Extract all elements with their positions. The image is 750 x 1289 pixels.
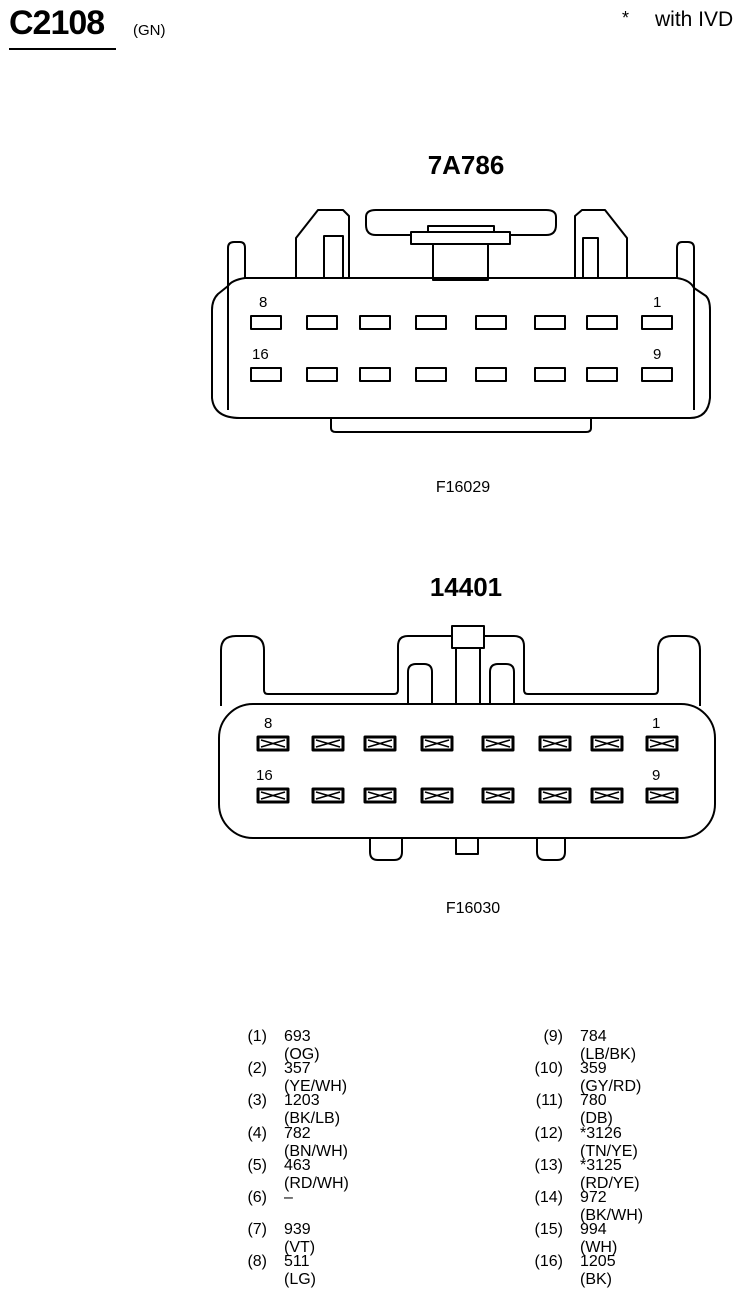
bottom-pin-cavity: [363, 735, 397, 752]
bottom-pin-cavity: [481, 787, 515, 804]
top-pin-label-1: 1: [653, 294, 662, 311]
bottom-pin-label-16: 16: [256, 767, 273, 784]
top-pin-cavity: [250, 367, 282, 382]
circuit-value: 1203 (BK/LB): [284, 1092, 341, 1128]
top-pin-label-8: 8: [259, 294, 268, 311]
circuit-value: 994 (WH): [580, 1221, 618, 1257]
circuit-value: 357 (YE/WH): [284, 1060, 348, 1096]
top-connector-part-number: 7A786: [427, 150, 505, 180]
circuit-value: 972 (BK/WH): [580, 1188, 644, 1224]
connector-id: C2108: [9, 4, 105, 42]
circuit-value: 780 (DB): [580, 1092, 613, 1128]
circuit-value: 693 (OG): [284, 1028, 320, 1063]
bottom-pin-cavity: [256, 735, 290, 752]
bottom-pin-label-1: 1: [652, 715, 661, 732]
circuit-value: 1205 (BK): [580, 1253, 616, 1289]
bottom-pin-cavity: [538, 787, 572, 804]
bottom-pin-label-9: 9: [652, 767, 661, 784]
circuit-value: 784 (LB/BK): [580, 1028, 637, 1063]
bottom-pin-cavity: [311, 787, 345, 804]
top-pin-label-9: 9: [653, 346, 662, 363]
top-pin-cavity: [359, 367, 391, 382]
pin-number: (1): [247, 1028, 267, 1045]
top-pin-cavity: [475, 315, 507, 330]
bottom-pin-cavity: [590, 787, 624, 804]
circuit-value: –: [284, 1188, 293, 1206]
pin-number: (6): [247, 1188, 267, 1206]
top-pin-cavity: [641, 315, 673, 330]
circuit-value: *3125 (RD/YE): [580, 1156, 640, 1192]
top-pin-cavity: [534, 315, 566, 330]
bottom-pin-cavity: [363, 787, 397, 804]
top-connector-figure-id: F16029: [435, 479, 491, 496]
bottom-pin-cavity: [256, 787, 290, 804]
bottom-pin-cavity: [645, 787, 679, 804]
note-text: with IVD: [655, 8, 734, 31]
top-pin-cavity: [415, 315, 447, 330]
bottom-pin-cavity: [645, 735, 679, 752]
pin-number: (10): [534, 1060, 563, 1078]
pin-number: (3): [247, 1092, 267, 1110]
connector-color: (GN): [133, 22, 166, 39]
top-pin-cavity: [475, 367, 507, 382]
bottom-pin-cavity: [420, 787, 454, 804]
bottom-pin-cavity: [311, 735, 345, 752]
circuit-value: 939 (VT): [284, 1221, 316, 1257]
bottom-connector-part-number: 14401: [429, 572, 503, 602]
circuit-value: 359 (GY/RD): [580, 1060, 642, 1096]
pin-number: (11): [535, 1092, 563, 1110]
circuit-value: *3126 (TN/YE): [580, 1124, 638, 1160]
top-pin-cavity: [586, 315, 618, 330]
pin-number: (16): [534, 1253, 563, 1271]
pin-number: (4): [247, 1124, 267, 1142]
connector-id-underline: [9, 48, 116, 50]
bottom-pin-cavity: [590, 735, 624, 752]
pin-number: (7): [247, 1221, 267, 1239]
top-pin-cavity: [641, 367, 673, 382]
top-pin-cavity: [415, 367, 447, 382]
top-pin-label-16: 16: [252, 346, 269, 363]
top-pin-cavity: [306, 315, 338, 330]
pin-number: (2): [247, 1060, 267, 1078]
pin-number: (14): [534, 1188, 563, 1206]
top-pin-cavity: [359, 315, 391, 330]
bottom-pin-cavity: [481, 735, 515, 752]
top-pin-cavity: [586, 367, 618, 382]
top-pin-cavity: [534, 367, 566, 382]
bottom-pin-cavity: [538, 735, 572, 752]
bottom-connector-figure-id: F16030: [445, 900, 501, 917]
bottom-pin-cavity: [420, 735, 454, 752]
circuit-value: 782 (BN/WH): [284, 1124, 348, 1160]
pin-number: (8): [247, 1253, 267, 1271]
top-pin-cavity: [306, 367, 338, 382]
pin-number: (9): [543, 1028, 563, 1045]
bottom-pin-label-8: 8: [264, 715, 273, 732]
circuit-value: 463 (RD/WH): [284, 1156, 349, 1192]
pin-number: (5): [247, 1156, 267, 1174]
top-connector-drawing: [211, 209, 711, 433]
pin-number: (12): [534, 1124, 563, 1142]
note-marker: *: [622, 8, 630, 28]
bottom-connector-drawing: [218, 625, 716, 861]
pin-number: (15): [534, 1221, 563, 1239]
pin-number: (13): [534, 1156, 563, 1174]
top-pin-cavity: [250, 315, 282, 330]
circuit-value: 511 (LG): [284, 1253, 316, 1289]
